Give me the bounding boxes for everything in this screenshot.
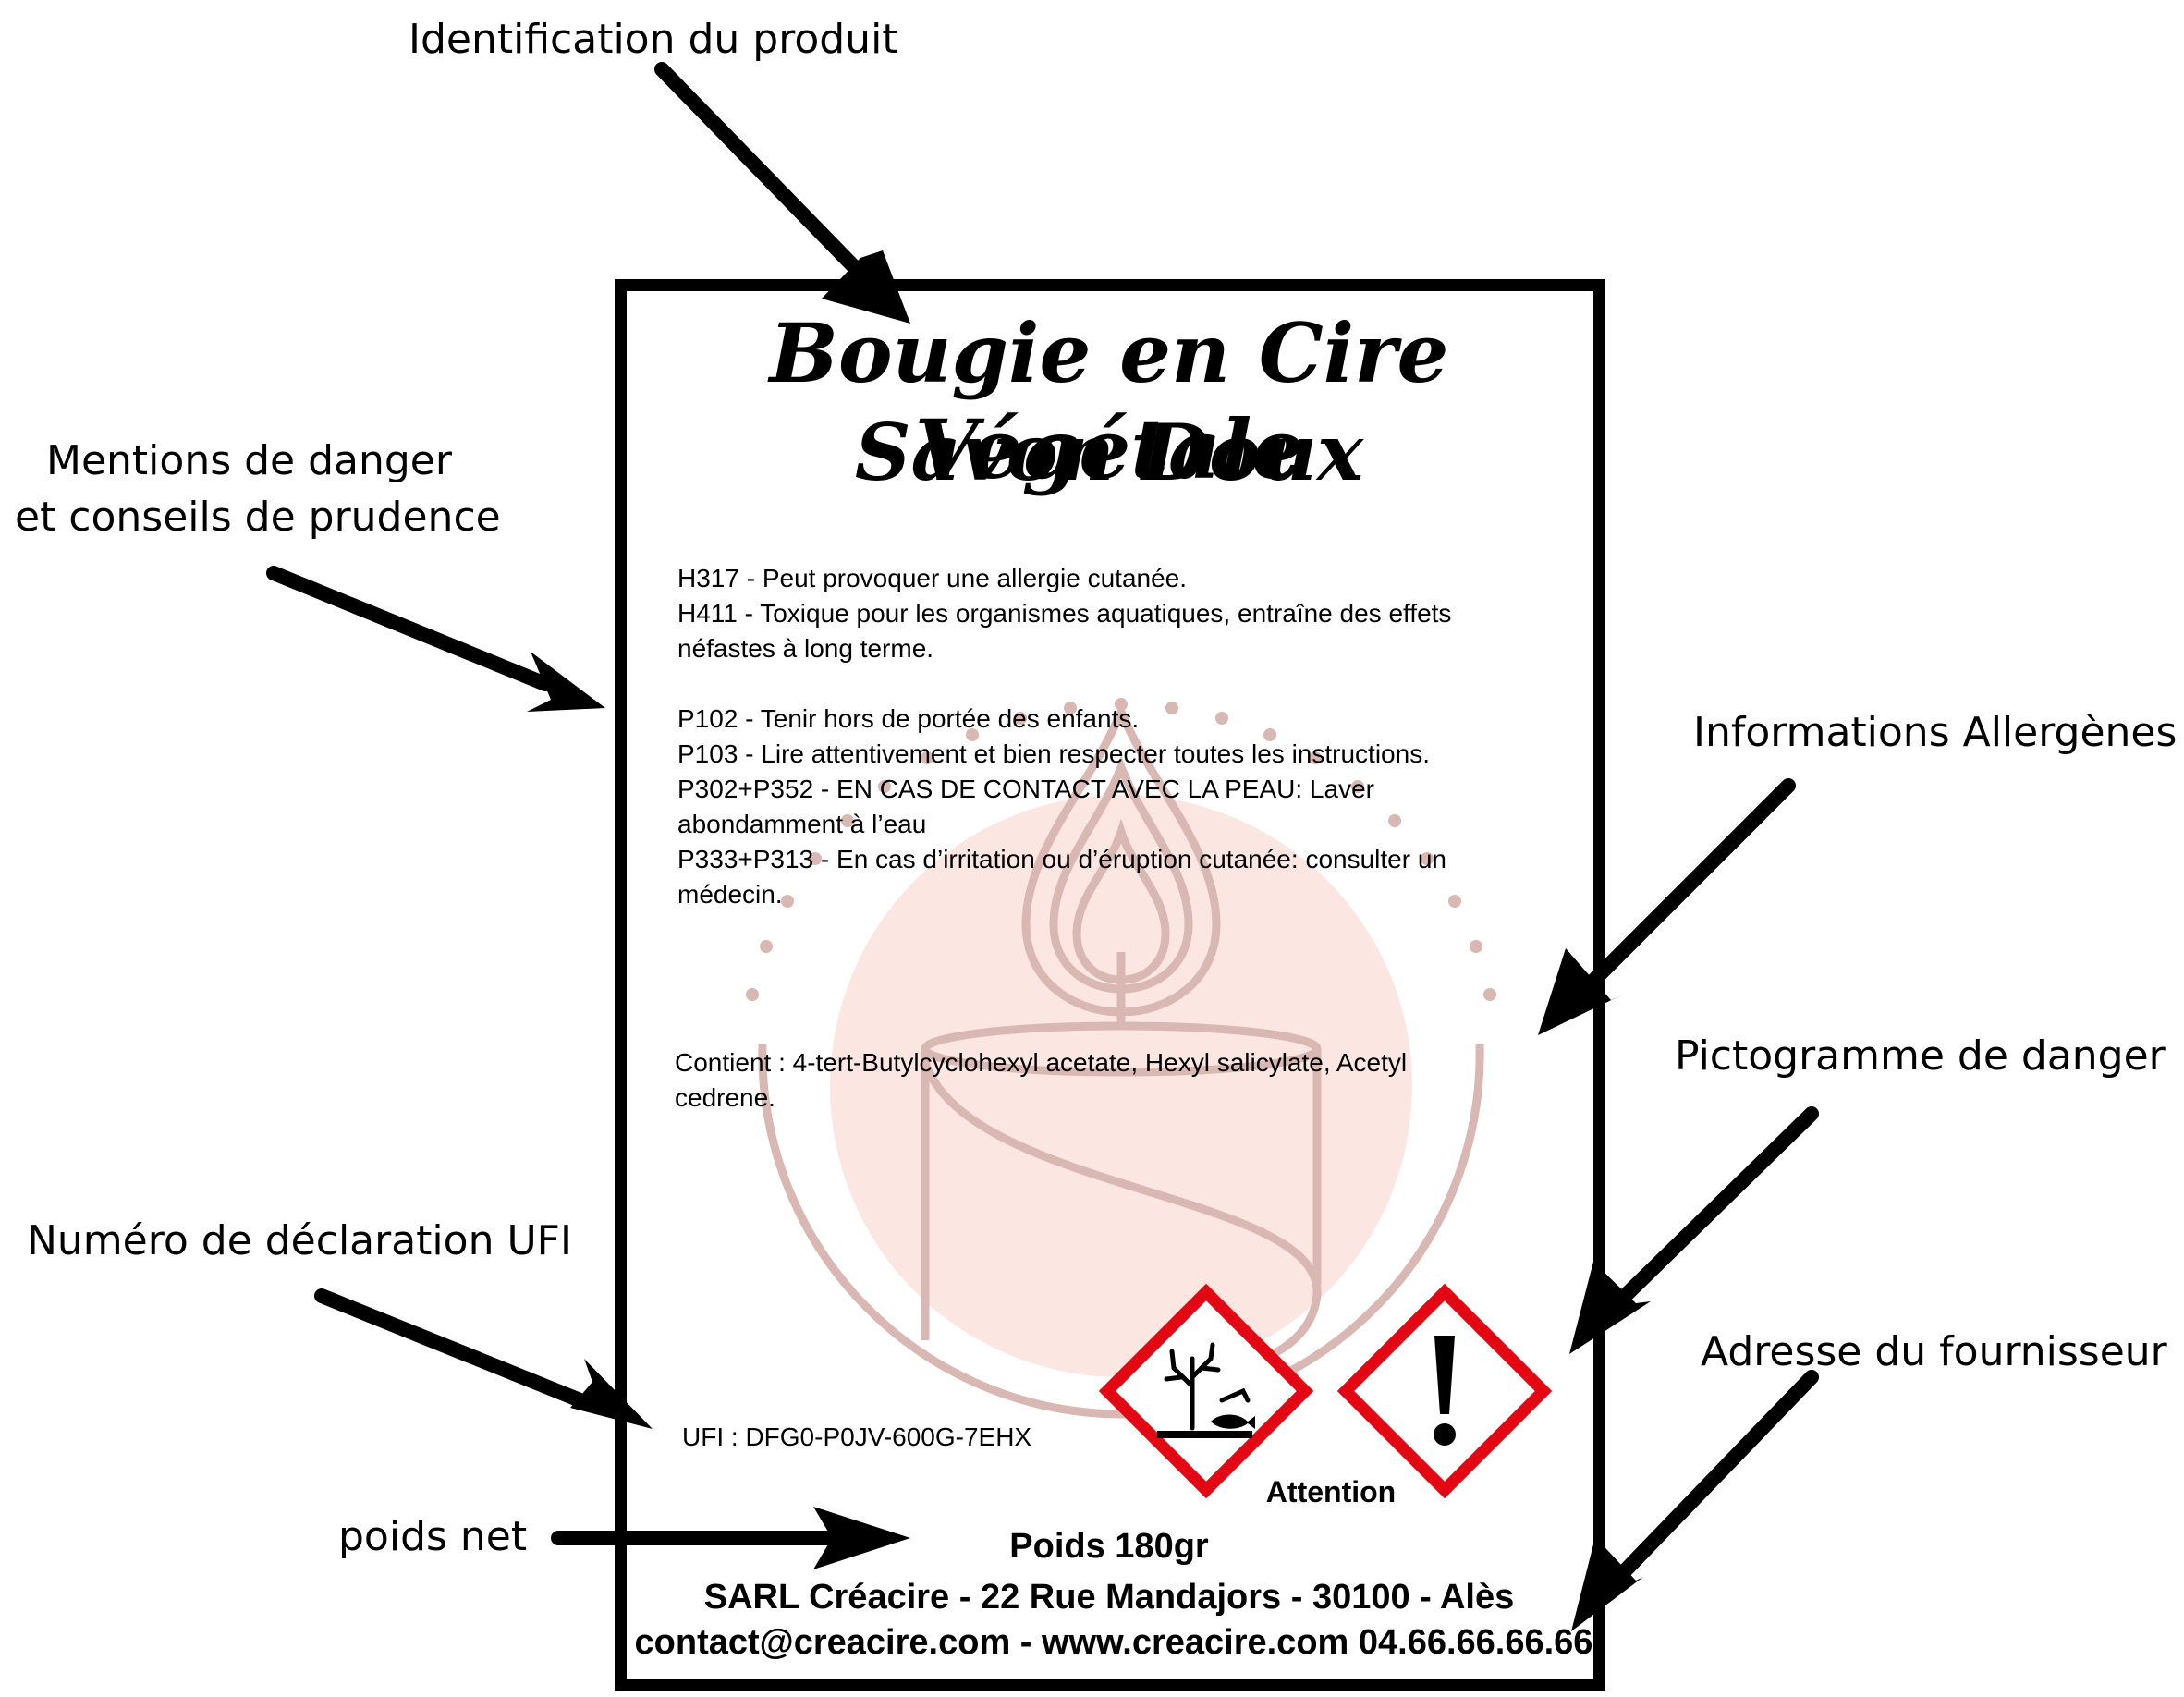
callout-pictogram: Pictogramme de danger (1675, 1032, 2166, 1080)
hazard-statement: H411 - Toxique pour les organismes aquat… (677, 599, 1452, 628)
precautionary-statement: abondamment à l’eau (677, 810, 927, 838)
arrow-pictogram (1610, 1106, 1819, 1311)
net-weight: Poids 180gr (1009, 1527, 1209, 1566)
arrow-allergens (1573, 778, 1796, 1001)
precautionary-statement: médecin. (677, 880, 783, 909)
exclamation-icon (1434, 1336, 1455, 1414)
callout-allergens: Informations Allergènes (1693, 709, 2178, 756)
allergen-contents: Contient : 4-tert-Butylcyclohexyl acetat… (675, 1048, 1408, 1077)
hazard-statement: H317 - Peut provoquer une allergie cutan… (677, 564, 1188, 592)
callout-supplier: Adresse du fournisseur (1701, 1328, 2167, 1375)
allergen-contents: cedrene. (675, 1083, 775, 1112)
supplier-contact: contact@creacire.com - www.creacire.com … (634, 1623, 1593, 1662)
precautionary-statement: P333+P313 - En cas d’irritation ou d’éru… (677, 845, 1446, 873)
arrow-ufi (314, 1288, 599, 1412)
watermark-dot-ring (746, 698, 1496, 1001)
product-title-line2: Savon Doux (854, 407, 1364, 498)
product-title-line1: Bougie en Cire Végétale (769, 305, 1449, 497)
callout-net-weight: poids net (338, 1513, 528, 1560)
callout-ufi: Numéro de déclaration UFI (27, 1217, 572, 1264)
callout-hazard-line1: Mentions de danger (46, 437, 452, 484)
dead-tree-icon (1164, 1342, 1251, 1431)
ufi-number: UFI : DFG0-P0JV-600G-7EHX (682, 1422, 1032, 1451)
arrow-supplier (1608, 1370, 1819, 1588)
supplier-address: SARL Créacire - 22 Rue Mandajors - 30100… (703, 1578, 1515, 1617)
exclamation-hazard-pictogram (1336, 1283, 1553, 1499)
environment-hazard-pictogram (1098, 1283, 1314, 1499)
arrow-product-identification (654, 62, 872, 285)
dead-fish-icon (1211, 1414, 1255, 1429)
signal-word: Attention (1265, 1475, 1397, 1508)
precautionary-statement: P102 - Tenir hors de portée des enfants. (677, 704, 1140, 733)
callout-hazard-line2: et conseils de prudence (15, 494, 501, 541)
precautionary-statement: P103 - Lire attentivement et bien respec… (677, 739, 1430, 768)
precautionary-statement: P302+P352 - EN CAS DE CONTACT AVEC LA PE… (677, 775, 1374, 803)
callout-product-identification: Identification du produit (409, 16, 898, 63)
hazard-statement: néfastes à long terme. (677, 634, 934, 663)
arrow-hazard-statements (266, 566, 553, 691)
